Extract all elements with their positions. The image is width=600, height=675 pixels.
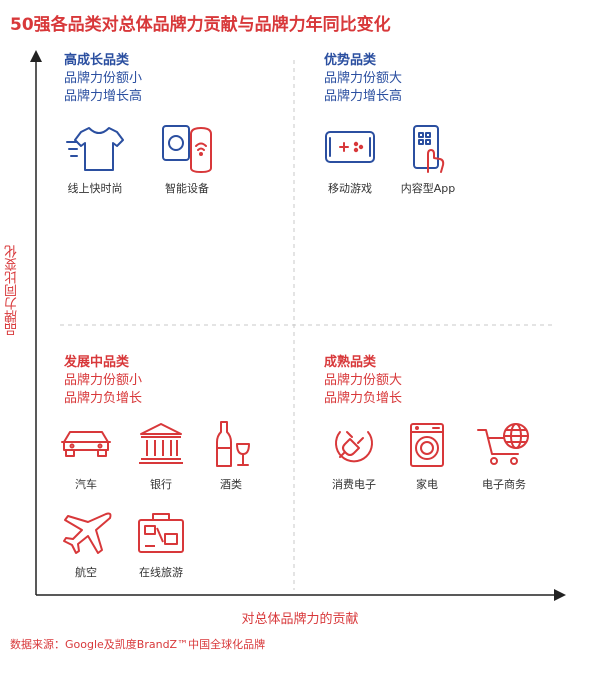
category-label: 银行 [150, 478, 172, 491]
bank-icon [139, 423, 183, 464]
category-automobiles: 汽车 [41, 420, 131, 492]
quadrant-title: 发展中品类 [64, 355, 130, 370]
car-icon [61, 431, 111, 457]
category-online-fast-fashion: 线上快时尚 [50, 124, 140, 196]
quadrant-desc-2: 品牌力增长高 [64, 89, 143, 104]
x-axis-label: 对总体品牌力的贡献 [241, 612, 359, 627]
category-label: 酒类 [220, 478, 242, 491]
category-label: 智能设备 [165, 182, 209, 195]
shopping-cart-icon [477, 423, 529, 465]
category-banking: 银行 [116, 420, 206, 492]
phone-touch-icon [413, 125, 445, 173]
quadrant-top-left-header: 高成长品类 品牌力份额小 品牌力增长高 [64, 52, 142, 106]
quadrant-title: 高成长品类 [64, 53, 130, 68]
category-label: 家电 [416, 478, 438, 491]
category-label: 航空 [75, 566, 97, 579]
category-home-appliances: 家电 [382, 420, 472, 492]
wine-icon [216, 421, 250, 467]
y-axis-label: 品牌力同比变化 [5, 245, 20, 336]
gamepad-icon [325, 131, 375, 163]
quadrant-title: 优势品类 [324, 53, 377, 68]
category-label: 在线旅游 [139, 566, 183, 579]
quadrant-title: 成熟品类 [324, 355, 377, 370]
quadrant-desc-1: 品牌力份额大 [324, 373, 403, 388]
category-label: 汽车 [75, 478, 97, 491]
category-mobile-games: 移动游戏 [305, 124, 395, 196]
category-airlines: 航空 [41, 508, 131, 580]
quadrant-desc-2: 品牌力负增长 [64, 391, 143, 406]
quadrant-top-right-header: 优势品类 品牌力份额大 品牌力增长高 [324, 52, 402, 106]
quadrant-desc-2: 品牌力负增长 [324, 391, 403, 406]
category-label: 线上快时尚 [67, 182, 123, 195]
quadrant-desc-1: 品牌力份额小 [64, 373, 143, 388]
category-label: 内容型App [400, 182, 456, 195]
chart-title: 50强各品类对总体品牌力贡献与品牌力年同比变化 [10, 15, 391, 35]
quadrant-desc-2: 品牌力增长高 [324, 89, 403, 104]
category-ecommerce: 电子商务 [459, 420, 549, 492]
category-online-travel: 在线旅游 [116, 508, 206, 580]
washing-machine-icon [410, 423, 444, 467]
suitcase-icon [138, 513, 184, 553]
source-note: 数据来源：Google及凯度BrandZ™中国全球化品牌 [10, 638, 266, 651]
quadrant-bottom-right-header: 成熟品类 品牌力份额大 品牌力负增长 [324, 354, 402, 408]
category-label: 消费电子 [332, 478, 376, 491]
quadrant-desc-1: 品牌力份额大 [324, 71, 403, 86]
airplane-icon [63, 512, 112, 554]
tshirt-icon [66, 127, 124, 171]
smart-speaker-icon [162, 125, 212, 174]
category-content-apps: 内容型App [383, 124, 473, 196]
category-consumer-electronics: 消费电子 [309, 420, 399, 492]
plug-icon [335, 431, 373, 463]
category-alcohol: 酒类 [186, 420, 276, 492]
category-label: 电子商务 [482, 478, 526, 491]
category-smart-devices: 智能设备 [142, 124, 232, 196]
quadrant-desc-1: 品牌力份额小 [64, 71, 143, 86]
quadrant-bottom-left-header: 发展中品类 品牌力份额小 品牌力负增长 [64, 354, 142, 408]
category-label: 移动游戏 [328, 182, 372, 195]
